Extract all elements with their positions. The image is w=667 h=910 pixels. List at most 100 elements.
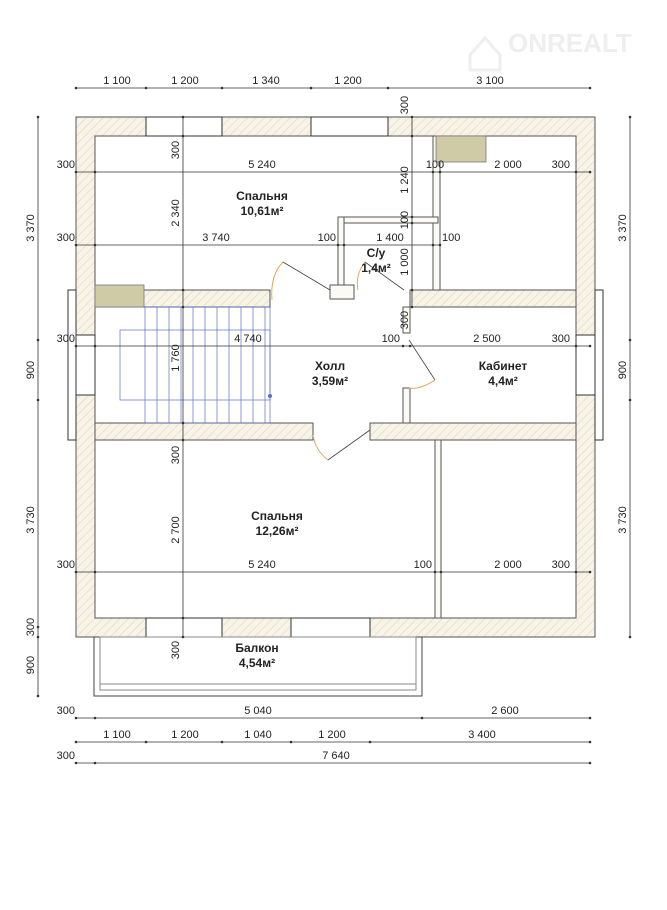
dimension-label: 1 340 xyxy=(252,75,280,87)
dimension-label: 300 xyxy=(399,311,411,329)
staircase xyxy=(119,306,272,424)
dimension-label: 5 240 xyxy=(248,159,276,171)
dimension-label: 3 400 xyxy=(468,729,496,741)
dimension-tick xyxy=(431,170,435,174)
dimension-tick xyxy=(574,170,578,174)
dimension-label: 7 640 xyxy=(322,750,350,762)
dimension-label: 100 xyxy=(382,333,400,345)
dimension-tick xyxy=(410,288,414,292)
window xyxy=(145,617,223,638)
dimension-tick xyxy=(588,570,592,574)
window xyxy=(575,334,596,396)
dimension-tick xyxy=(368,740,372,744)
window xyxy=(67,289,77,441)
dimension-label: 900 xyxy=(617,361,629,379)
room-name: С/у xyxy=(367,246,386,260)
dimension-tick xyxy=(220,86,224,90)
dimension-tick xyxy=(588,344,592,348)
dimension-tick xyxy=(93,761,97,765)
dimension-tick xyxy=(420,716,424,720)
dimension-label: 3 100 xyxy=(476,75,504,87)
dimension-tick xyxy=(588,170,592,174)
dimension-label: 2 700 xyxy=(170,516,182,544)
house-icon xyxy=(468,35,502,72)
dimension-tick xyxy=(181,438,185,442)
dimension-tick xyxy=(336,243,340,247)
dimension-tick xyxy=(574,570,578,574)
dimension-label: 1 000 xyxy=(399,248,411,276)
dimension-tick xyxy=(410,221,414,225)
dimension-label: 2 000 xyxy=(494,159,522,171)
dimension-label: 3 740 xyxy=(202,232,230,244)
vent-shaft xyxy=(94,284,145,308)
dimension-tick xyxy=(74,716,78,720)
dimension-tick xyxy=(93,716,97,720)
dimension-tick xyxy=(93,170,97,174)
dimension-tick xyxy=(181,288,185,292)
dimension-tick xyxy=(628,635,632,639)
dimension-label: 1 200 xyxy=(171,75,199,87)
dimension-tick xyxy=(438,170,442,174)
dimension-tick xyxy=(36,398,40,402)
dimension-tick xyxy=(408,344,412,348)
dimension-tick xyxy=(309,86,313,90)
dimension-label: 300 xyxy=(170,641,182,659)
dimension-label: 300 xyxy=(57,232,75,244)
dimension-tick xyxy=(181,134,185,138)
dimension-label: 100 xyxy=(399,211,411,229)
window xyxy=(594,289,604,441)
dimension-tick xyxy=(74,243,78,247)
dimension-label: 1 040 xyxy=(244,729,272,741)
dimension-tick xyxy=(74,86,78,90)
dimension-label: 300 xyxy=(57,750,75,762)
dimension-tick xyxy=(410,215,414,219)
dimension-label: 900 xyxy=(25,656,37,674)
room-name: Балкон xyxy=(235,641,278,655)
dimension-label: 2 500 xyxy=(473,333,501,345)
dimension-tick xyxy=(574,344,578,348)
dimension-tick xyxy=(74,344,78,348)
room-area: 10,61м² xyxy=(241,204,284,218)
dimension-label: 300 xyxy=(57,705,75,717)
dimension-tick xyxy=(433,570,437,574)
room-area: 4,54м² xyxy=(239,656,275,670)
dimension-tick xyxy=(181,421,185,425)
dimension-tick xyxy=(36,115,40,119)
dimension-label: 3 730 xyxy=(617,506,629,534)
window xyxy=(145,116,223,137)
room-name: Спальня xyxy=(251,509,303,523)
dimension-label: 100 xyxy=(414,559,432,571)
dimension-tick xyxy=(588,761,592,765)
dimension-label: 300 xyxy=(170,141,182,159)
logo-watermark: ONREALT xyxy=(468,28,632,72)
dimension-label: 1 100 xyxy=(103,729,131,741)
windows xyxy=(67,116,604,638)
dimension-label: 100 xyxy=(426,159,444,171)
room-area: 3,59м² xyxy=(312,374,348,388)
dimension-tick xyxy=(74,740,78,744)
dimension-tick xyxy=(93,570,97,574)
dimension-label: 2 600 xyxy=(491,705,519,717)
dimension-label: 100 xyxy=(442,232,460,244)
dimension-label: 1 200 xyxy=(171,729,199,741)
room-area: 12,26м² xyxy=(256,524,299,538)
dimension-tick xyxy=(144,740,148,744)
dimension-tick xyxy=(74,170,78,174)
dimension-label: 3 730 xyxy=(25,506,37,534)
dimension-tick xyxy=(410,305,414,309)
dimension-lines: 1 100 1 200 1 340 1 200 3 100 300 5 240 100 2 00… xyxy=(25,75,632,765)
dimension-label: 1 240 xyxy=(399,166,411,194)
dimension-tick xyxy=(410,115,414,119)
dimension-tick xyxy=(342,243,346,247)
window xyxy=(310,116,389,137)
dimension-tick xyxy=(628,115,632,119)
doors xyxy=(271,261,436,461)
dimension-label: 1 200 xyxy=(334,75,362,87)
dimension-label: 5 040 xyxy=(244,705,272,717)
window xyxy=(75,334,96,396)
window xyxy=(290,617,371,638)
room-labels: Спальня10,61м²С/у1,4м²Холл3,59м²Кабинет4… xyxy=(235,189,527,670)
dimension-label: 900 xyxy=(25,361,37,379)
dimension-label: 5 240 xyxy=(248,559,276,571)
